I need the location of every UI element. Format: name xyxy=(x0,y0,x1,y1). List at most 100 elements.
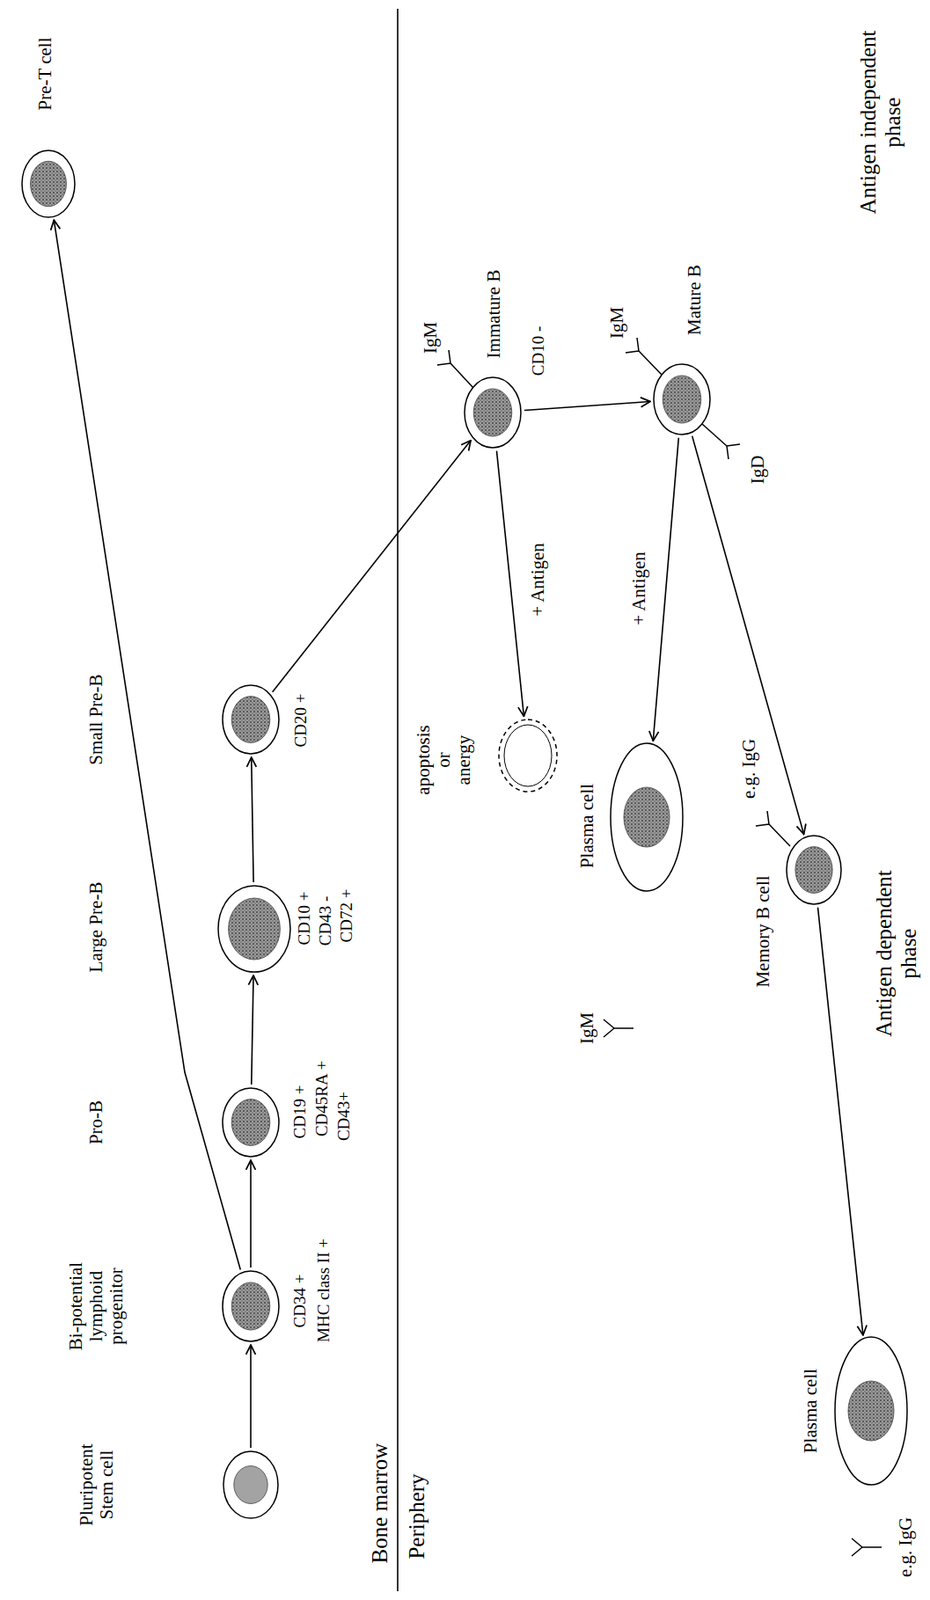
surface-marker: CD72 + xyxy=(337,889,357,944)
cell-outline xyxy=(221,684,280,755)
region-label: Bone marrow xyxy=(367,1443,393,1565)
connector-arrow xyxy=(652,438,679,741)
cell-nucleus xyxy=(473,388,513,437)
cell-nucleus xyxy=(231,1099,271,1147)
cell-node: Mature B xyxy=(652,363,711,436)
cell-outline xyxy=(221,1087,280,1158)
connector-arrow xyxy=(272,440,471,693)
cell-membrane xyxy=(786,835,842,905)
cell-name: apoptosis or anergy xyxy=(413,724,475,795)
cell-membrane xyxy=(498,719,557,792)
cell-membrane xyxy=(218,886,291,973)
cell-membrane xyxy=(222,1271,279,1342)
text-slot: CD20 + xyxy=(292,694,311,748)
antibody-label: IgD xyxy=(747,455,769,485)
antibody-label: IgM xyxy=(420,322,441,354)
cell-name: Immature B xyxy=(483,270,505,359)
surface-marker: CD43+ xyxy=(335,1091,354,1142)
text-slot: Immature B xyxy=(483,270,505,359)
text-slot: + Antigen xyxy=(629,549,650,629)
text-slot: apoptosis or anergy xyxy=(413,724,475,795)
cell-node: Plasma cell xyxy=(609,742,684,893)
antibody-label: e.g. IgG xyxy=(739,739,760,799)
text-slot: Antigen dependent phase xyxy=(871,856,921,1051)
text-slot: MHC class II + xyxy=(314,1238,334,1343)
region-label: Antigen independent phase xyxy=(856,16,905,228)
cell-node: Immature BCD10 - xyxy=(463,376,522,449)
cell-nucleus xyxy=(795,847,833,894)
dying-cell xyxy=(504,724,552,787)
antibody-label: e.g. IgG xyxy=(895,1517,916,1578)
cell-name: Small Pre-B xyxy=(86,673,107,765)
surface-marker: CD10 - xyxy=(529,326,549,376)
text-slot: Small Pre-B xyxy=(86,673,107,765)
compartment-divider xyxy=(396,8,399,1592)
cell-nucleus xyxy=(623,787,670,848)
cell-node: apoptosis or anergy xyxy=(497,718,558,793)
cell-node: Pro-BCD19 +CD45RA +CD43+ xyxy=(221,1087,280,1158)
text-slot: IgM xyxy=(420,322,441,354)
text-slot: Pluripotent Stem cell xyxy=(76,1430,118,1541)
text-slot: Plasma cell xyxy=(800,1369,821,1454)
cell-outline xyxy=(217,885,292,974)
text-slot: CD10 - xyxy=(529,326,549,376)
connector-arrow xyxy=(692,436,805,835)
cell-node: Memory B cell xyxy=(785,834,843,906)
region-label: Periphery xyxy=(404,1473,430,1560)
connector-arrow xyxy=(251,975,254,1085)
text-slot: CD45RA + xyxy=(313,1061,332,1137)
antibody-receptor xyxy=(755,811,791,847)
cell-name: Pre-T cell xyxy=(35,37,56,111)
antibody-receptor xyxy=(437,350,474,389)
text-slot: Memory B cell xyxy=(753,875,774,988)
text-slot: CD19 + xyxy=(291,1085,310,1140)
cell-node: Pluripotent Stem cell xyxy=(222,1450,279,1520)
cell-node: Bi-potential lymphoid progenitorCD34 +MH… xyxy=(221,1270,280,1343)
connector-arrow xyxy=(53,219,241,1270)
cell-outline xyxy=(222,1450,279,1520)
antibody-receptor xyxy=(625,337,662,375)
cell-membrane xyxy=(223,1451,279,1519)
text-slot: CD43+ xyxy=(335,1091,354,1142)
cell-outline xyxy=(609,742,684,893)
text-slot: Bi-potential lymphoid progenitor xyxy=(65,1249,127,1364)
cell-nucleus xyxy=(228,898,281,960)
text-slot: CD34 + xyxy=(291,1274,310,1329)
surface-marker: CD34 + xyxy=(291,1274,310,1329)
text-slot: CD10 + xyxy=(295,892,315,946)
text-slot: Pro-B xyxy=(86,1100,107,1145)
text-slot: Periphery xyxy=(404,1473,430,1560)
region-label: Antigen dependent phase xyxy=(871,856,921,1051)
cell-nucleus xyxy=(234,1466,268,1505)
text-slot: Antigen independent phase xyxy=(856,16,905,228)
cell-membrane xyxy=(464,377,521,448)
connector-arrow xyxy=(496,451,524,718)
antibody-label: IgM xyxy=(607,307,628,339)
text-slot: CD72 + xyxy=(337,889,357,944)
text-slot: Mature B xyxy=(684,264,705,336)
cell-outline xyxy=(834,1336,909,1487)
surface-marker: CD45RA + xyxy=(313,1061,332,1137)
connector-arrow xyxy=(818,908,864,1336)
connector-arrow xyxy=(524,402,651,411)
free-antibody xyxy=(851,1538,882,1557)
antibody-label: IgM xyxy=(577,1012,598,1045)
cell-nucleus xyxy=(848,1381,894,1442)
cell-nucleus xyxy=(231,696,271,744)
cell-outline xyxy=(21,149,76,219)
surface-marker: MHC class II + xyxy=(314,1238,334,1343)
text-slot: Bone marrow xyxy=(367,1443,393,1565)
cell-name: Plasma cell xyxy=(800,1369,821,1454)
cell-outline xyxy=(652,363,711,436)
cell-membrane xyxy=(834,1337,908,1486)
antibody-receptor xyxy=(702,424,740,460)
cell-name: Mature B xyxy=(684,264,705,336)
cell-outline xyxy=(497,718,558,793)
cell-membrane xyxy=(610,743,683,892)
surface-marker: CD20 + xyxy=(292,694,311,748)
text-slot: CD43 - xyxy=(316,896,336,946)
cell-node: Large Pre-BCD10 +CD43 -CD72 + xyxy=(217,885,292,974)
